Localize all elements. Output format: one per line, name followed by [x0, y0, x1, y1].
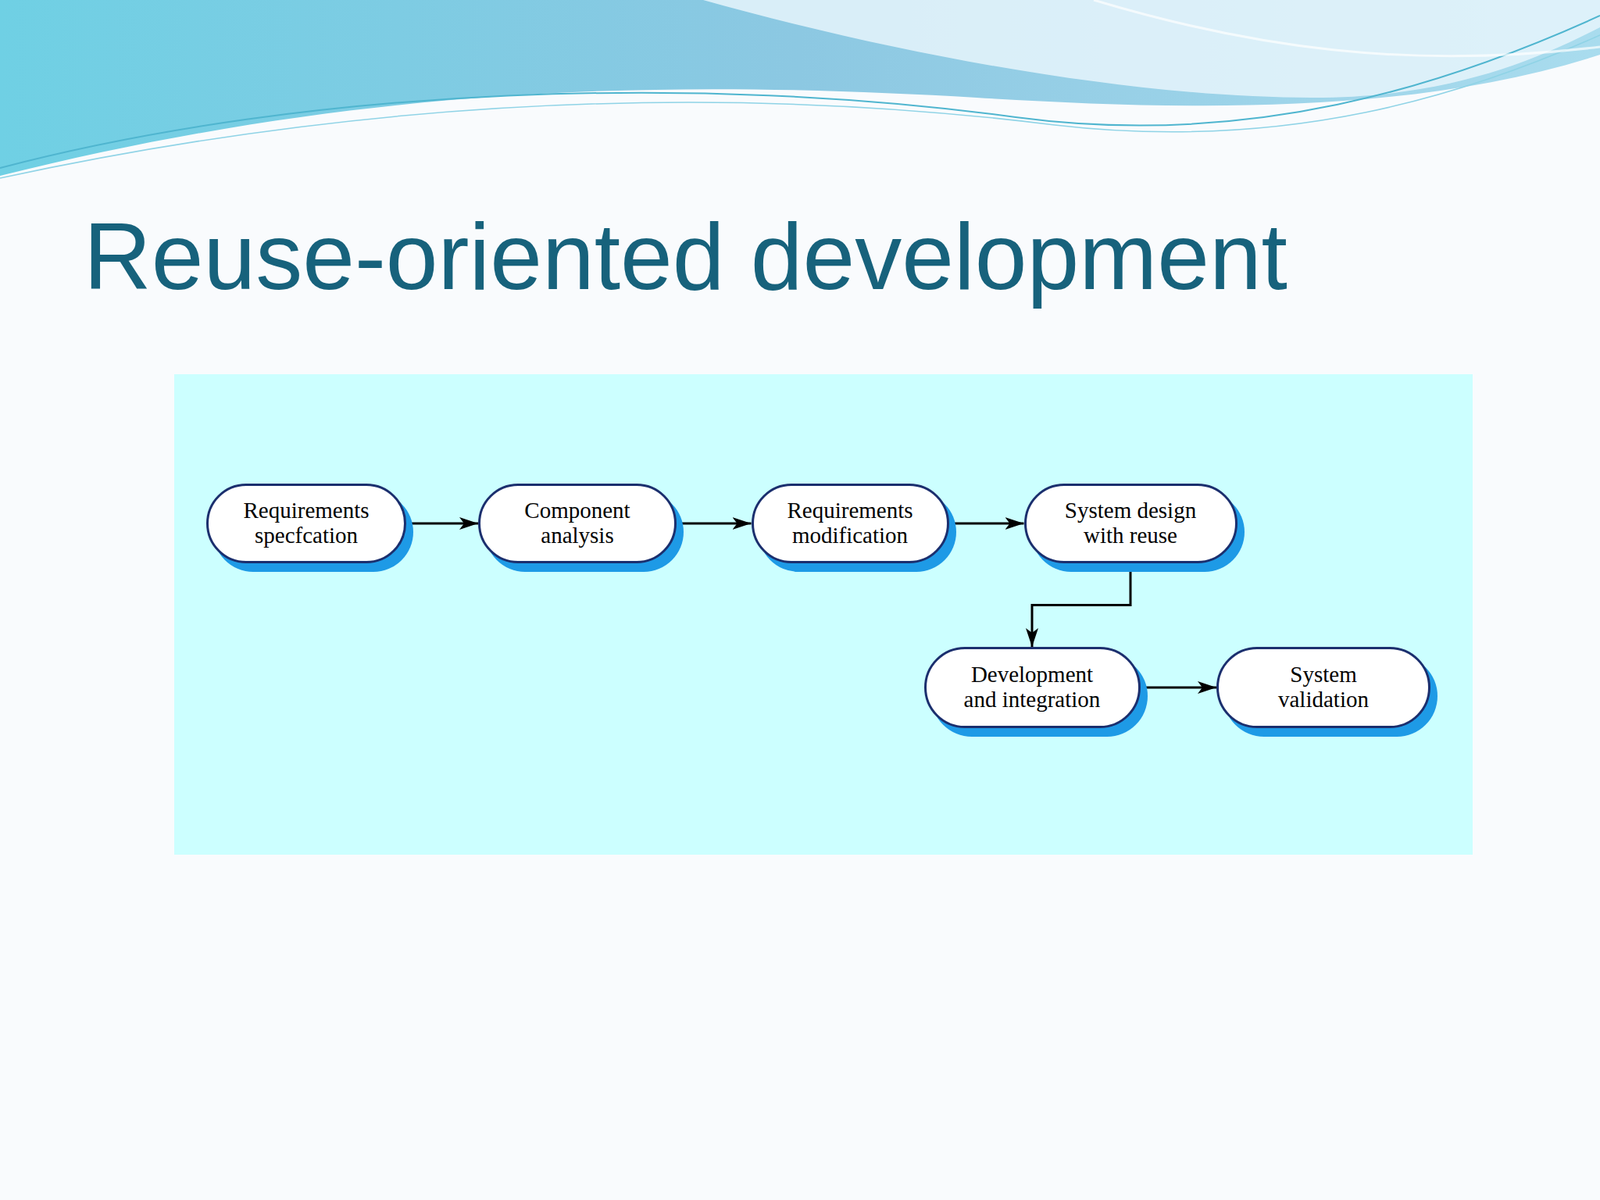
node-label: Component analysis — [507, 498, 648, 549]
process-box: Component analysis — [478, 483, 677, 564]
diagram-panel — [174, 374, 1473, 855]
node-text: System validation — [1253, 662, 1394, 713]
node-text: Requirements modification — [779, 498, 921, 549]
slide-title: Reuse-oriented development — [83, 209, 1288, 304]
node-label: Requirements modification — [779, 498, 921, 549]
process-box: Requirements specfcation — [206, 483, 407, 564]
flow-arrow — [1032, 563, 1131, 647]
node-text: Component analysis — [507, 498, 648, 549]
node-text: Development and integration — [961, 662, 1103, 713]
flow-arrow — [949, 522, 1025, 525]
flow-arrow — [676, 522, 752, 525]
node-label: System design with reuse — [1060, 498, 1201, 549]
node-text: Requirements specfcation — [235, 498, 377, 549]
flow-arrow — [406, 522, 479, 525]
node-label: Development and integration — [961, 662, 1103, 713]
process-box: System design with reuse — [1024, 483, 1238, 564]
process-box: System validation — [1216, 646, 1431, 729]
process-box: Requirements modification — [751, 483, 950, 564]
node-text: System design with reuse — [1060, 498, 1201, 549]
node-label: Requirements specfcation — [235, 498, 377, 549]
process-box: Development and integration — [924, 646, 1141, 729]
flow-arrow — [1140, 686, 1218, 690]
header-wave — [0, 0, 1600, 188]
node-label: System validation — [1253, 662, 1394, 713]
